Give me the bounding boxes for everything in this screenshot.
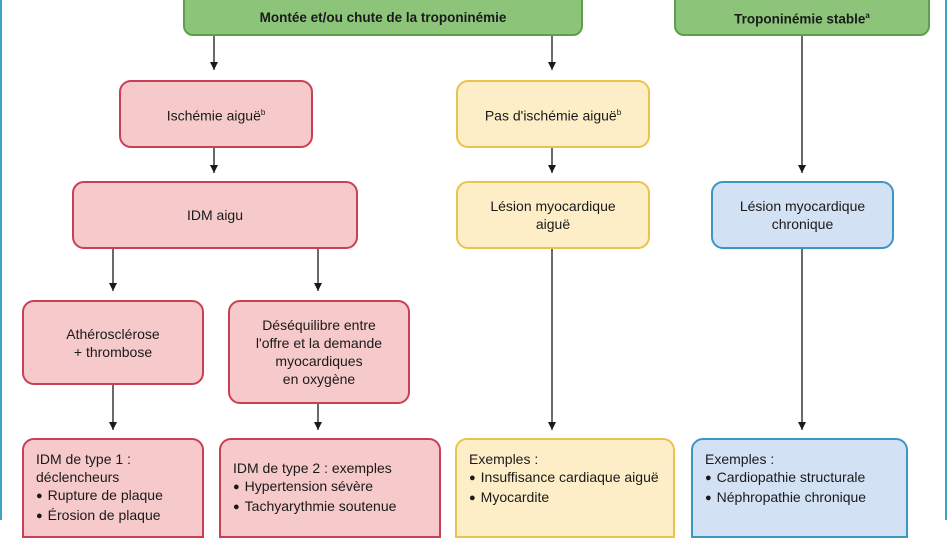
leaf-exemples-chronique-item: Cardiopathie structurale <box>705 468 866 488</box>
node-lesion-chronique: Lésion myocardique chronique <box>711 181 894 249</box>
leaf-idm-type1-item: Rupture de plaque <box>36 486 163 506</box>
leaf-exemples-chronique: Exemples : Cardiopathie structurale Néph… <box>691 438 908 538</box>
leaf-exemples-aigue-title: Exemples : <box>469 451 539 467</box>
node-lesion-chronique-line1: Lésion myocardique <box>739 198 866 214</box>
node-pas-ischemie: Pas d'ischémie aiguëb <box>456 80 650 148</box>
leaf-idm-type1-item: Érosion de plaque <box>36 506 161 526</box>
leaf-idm-type2-item: Tachyarythmie soutenue <box>233 497 397 517</box>
header-troponin-stable-label: Troponinémie stablea <box>734 11 870 27</box>
leaf-idm-type2-item: Hypertension sévère <box>233 477 373 497</box>
node-desequilibre-line2: l'offre et la demande <box>255 335 383 351</box>
node-idm-aigu: IDM aigu <box>72 181 358 249</box>
node-desequilibre-line4: en oxygène <box>282 371 356 387</box>
leaf-exemples-chronique-item: Néphropathie chronique <box>705 488 866 508</box>
node-atherosclerose-line2: + thrombose <box>73 343 153 360</box>
node-lesion-chronique-line2: chronique <box>771 216 834 232</box>
node-atherosclerose-line1: Athérosclérose <box>66 325 160 342</box>
header-troponin-stable: Troponinémie stablea <box>674 0 930 36</box>
header-troponin-change: Montée et/ou chute de la troponinémie <box>183 0 583 36</box>
node-lesion-aigue-line1: Lésion myocardique <box>490 198 616 214</box>
leaf-idm-type1: IDM de type 1 : déclencheurs Rupture de … <box>22 438 204 538</box>
node-desequilibre-line1: Déséquilibre entre <box>262 317 376 333</box>
leaf-idm-type2: IDM de type 2 : exemples Hypertension sé… <box>219 438 441 538</box>
node-desequilibre-line3: myocardiques <box>275 353 363 369</box>
node-atherosclerose: Athérosclérose + thrombose <box>22 300 204 385</box>
connector-arrows <box>109 36 806 430</box>
diagram-frame <box>0 0 947 520</box>
node-pas-ischemie-label: Pas d'ischémie aiguëb <box>484 107 622 124</box>
node-desequilibre: Déséquilibre entre l'offre et la demande… <box>228 300 410 404</box>
node-lesion-aigue: Lésion myocardique aiguë <box>456 181 650 249</box>
leaf-exemples-aigue: Exemples : Insuffisance cardiaque aiguë … <box>455 438 675 538</box>
node-ischemie-aigue: Ischémie aiguëb <box>119 80 313 148</box>
leaf-exemples-aigue-item: Myocardite <box>469 488 549 508</box>
leaf-idm-type2-title: IDM de type 2 : exemples <box>233 460 392 476</box>
node-ischemie-aigue-label: Ischémie aiguëb <box>166 107 266 124</box>
node-idm-aigu-label: IDM aigu <box>186 207 244 223</box>
node-lesion-aigue-line2: aiguë <box>535 216 571 232</box>
header-troponin-change-label: Montée et/ou chute de la troponinémie <box>259 10 507 25</box>
leaf-idm-type1-title1: IDM de type 1 : <box>36 451 131 467</box>
leaf-idm-type1-title2: déclencheurs <box>36 469 120 485</box>
leaf-exemples-chronique-title: Exemples : <box>705 451 775 467</box>
leaf-exemples-aigue-item: Insuffisance cardiaque aiguë <box>469 468 659 488</box>
